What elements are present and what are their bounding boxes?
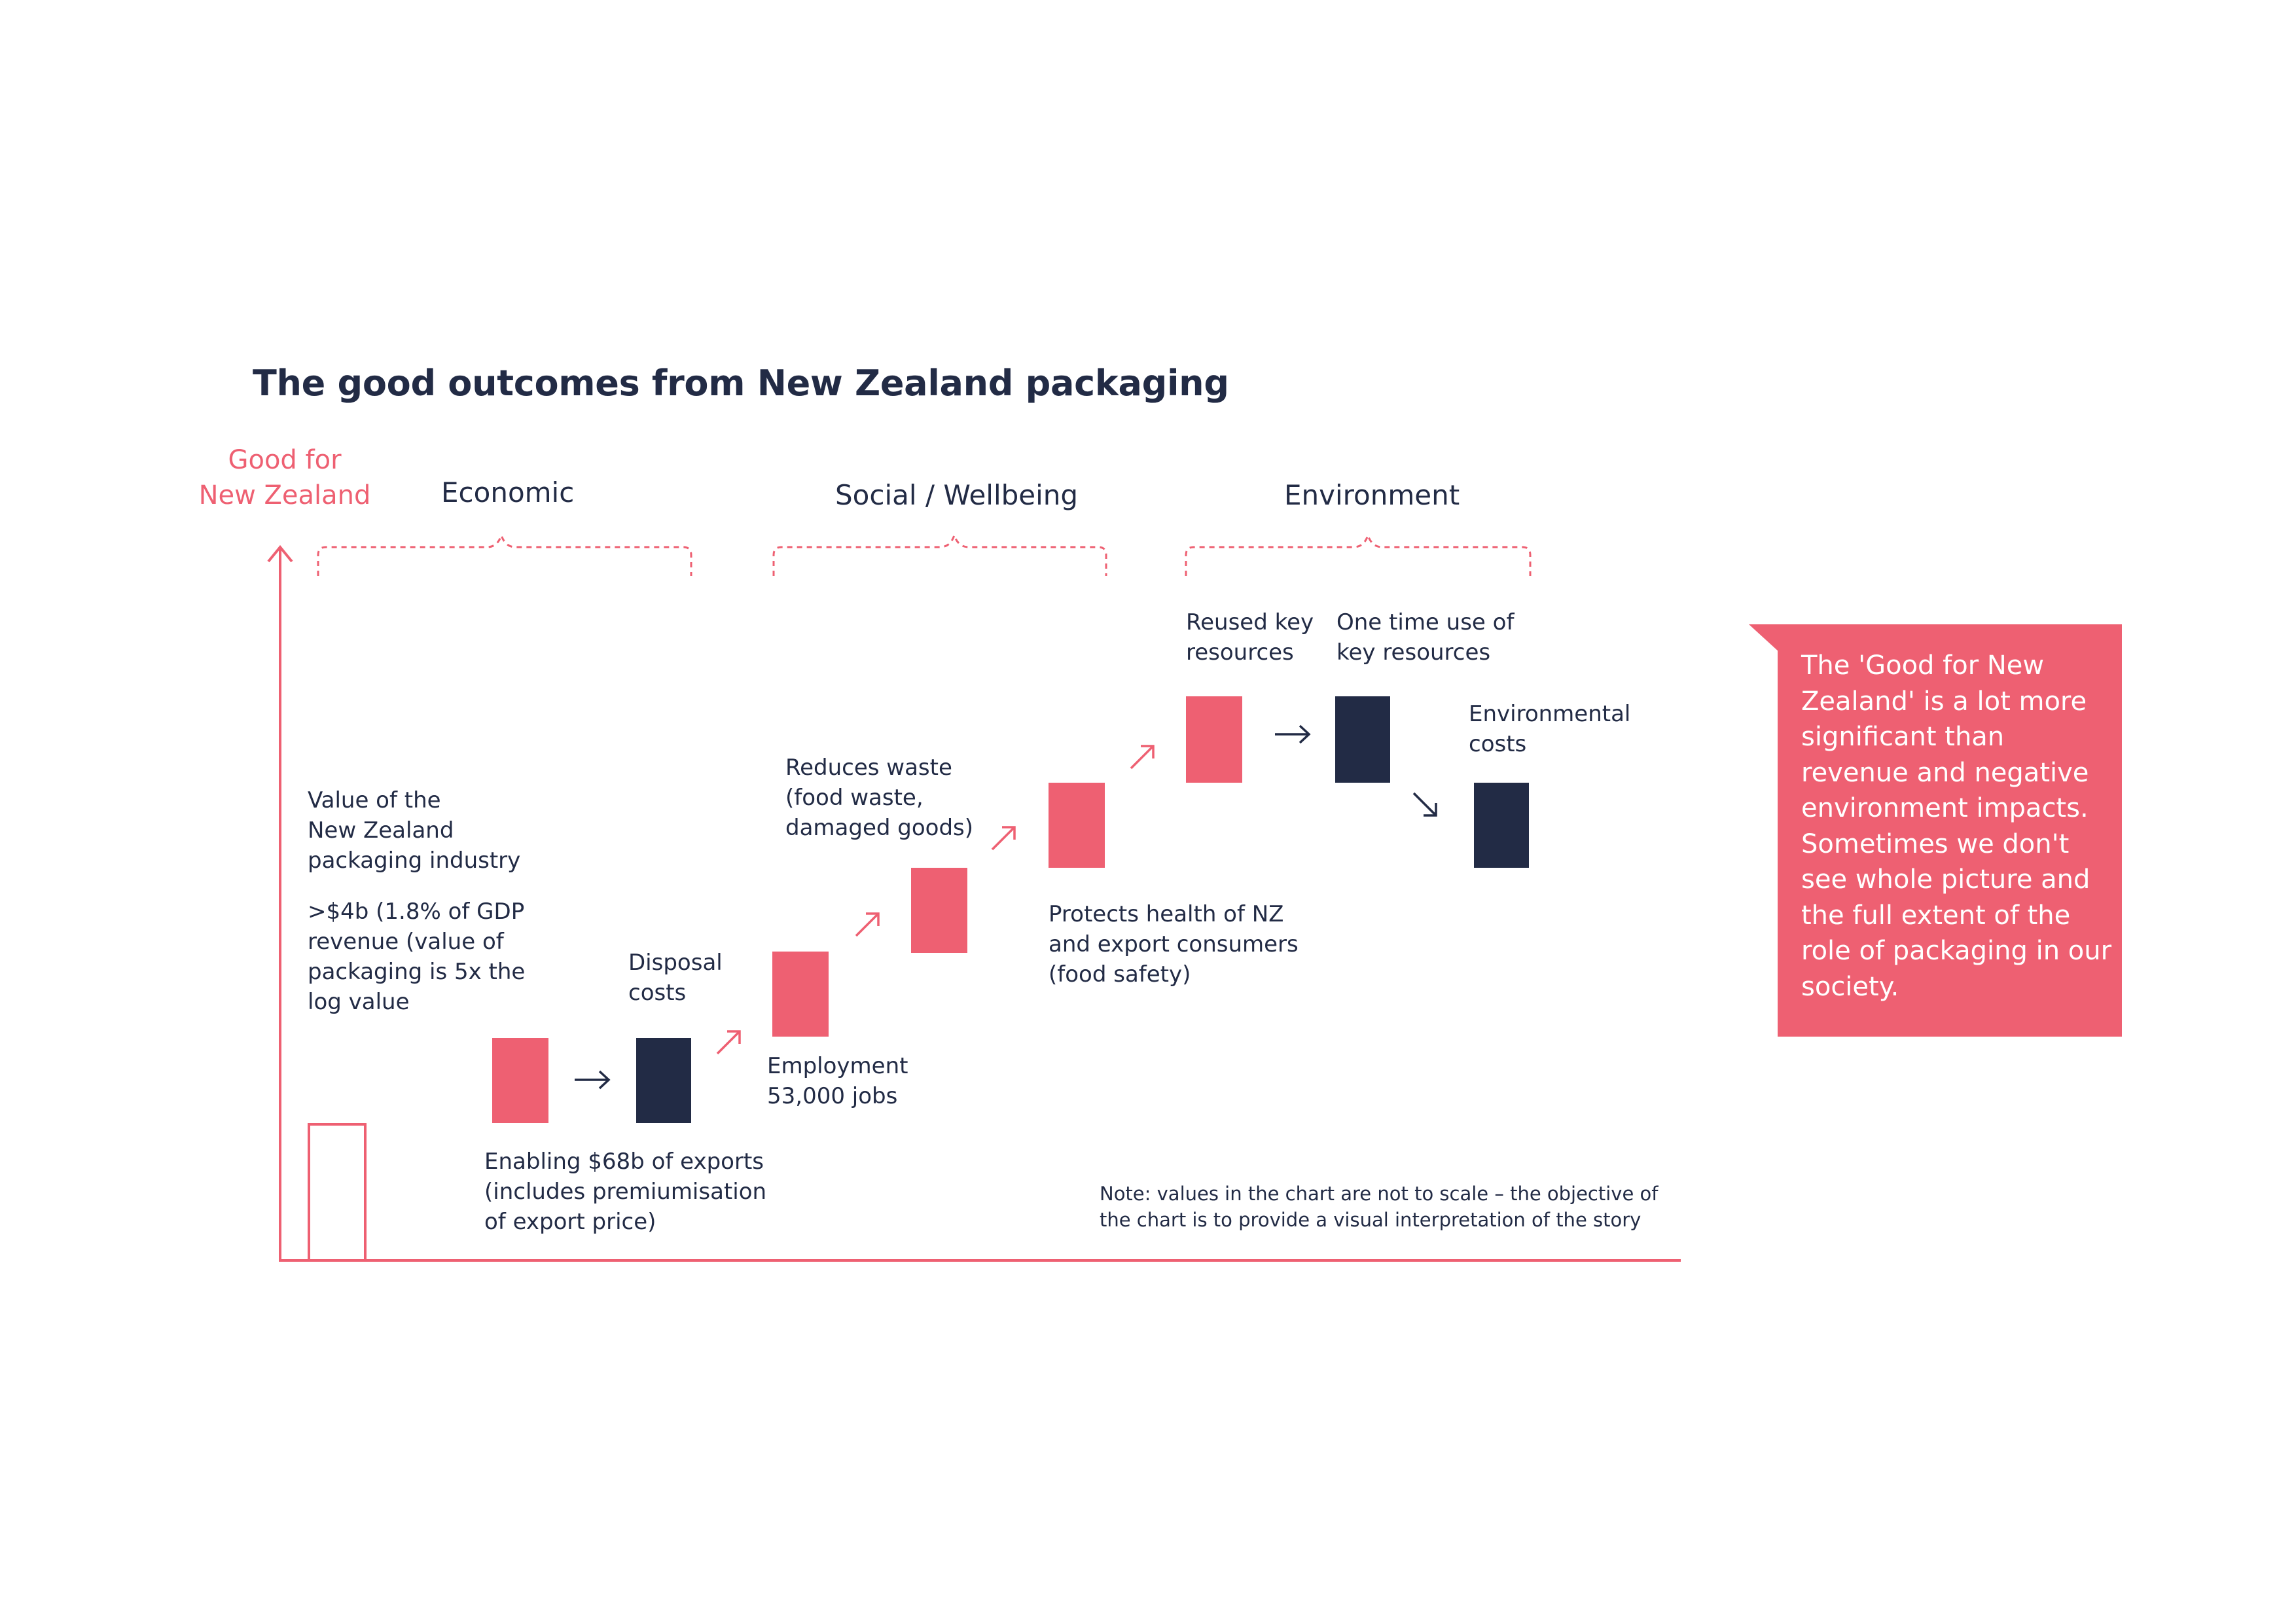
bar-reused-resources [1186, 696, 1242, 783]
brace-social [772, 532, 1107, 576]
group-label-economic: Economic [441, 476, 575, 508]
label-exports: Enabling $68b of exports (includes premi… [484, 1149, 767, 1235]
group-label-social: Social / Wellbeing [835, 479, 1079, 511]
bar-disposal-costs [636, 1038, 691, 1123]
label-one-time-use: One time use of key resources [1336, 609, 1515, 666]
label-revenue: >$4b (1.8% of GDP revenue (value of pack… [308, 899, 526, 1015]
label-employment: Employment 53,000 jobs [767, 1053, 908, 1109]
bar-environmental-costs [1474, 783, 1529, 868]
bar-protects-health [1049, 783, 1105, 868]
arrow-up-right-icon [991, 826, 1016, 851]
base-bar-outline [308, 1123, 367, 1262]
callout-corner [1749, 624, 1779, 652]
label-reduces-waste: Reduces waste (food waste, damaged goods… [785, 755, 974, 841]
label-value-industry: Value of the New Zealand packaging indus… [308, 787, 521, 874]
arrow-right-icon [1275, 724, 1311, 744]
arrow-up-right-icon [1130, 745, 1155, 770]
arrow-up-icon [267, 544, 293, 563]
brace-economic [317, 532, 692, 576]
arrow-right-icon [575, 1070, 611, 1090]
arrow-down-right-icon [1412, 792, 1437, 817]
bar-reduces-waste [911, 868, 967, 953]
axes [267, 544, 1681, 1262]
label-environmental-costs: Environmental costs [1469, 701, 1631, 757]
callout-text: The 'Good for New Zealand' is a lot more… [1801, 651, 2112, 1002]
arrow-up-right-icon [716, 1030, 741, 1055]
bar-exports [492, 1038, 548, 1123]
group-label-environment: Environment [1284, 479, 1460, 511]
arrow-up-right-icon [855, 912, 880, 937]
bar-one-time-use [1335, 696, 1390, 783]
callout-box: The 'Good for New Zealand' is a lot more… [1778, 624, 2122, 1037]
group-braces [317, 532, 1532, 576]
label-disposal-costs: Disposal costs [628, 950, 723, 1006]
label-reused-resources: Reused key resources [1186, 609, 1314, 666]
y-axis-label: Good for New Zealand [198, 445, 371, 510]
brace-environment [1185, 532, 1532, 576]
scale-note: Note: values in the chart are not to sca… [1100, 1183, 1659, 1231]
bar-employment [772, 952, 829, 1037]
label-protects-health: Protects health of NZ and export consume… [1049, 901, 1299, 988]
diagram-title: The good outcomes from New Zealand packa… [253, 363, 1229, 404]
